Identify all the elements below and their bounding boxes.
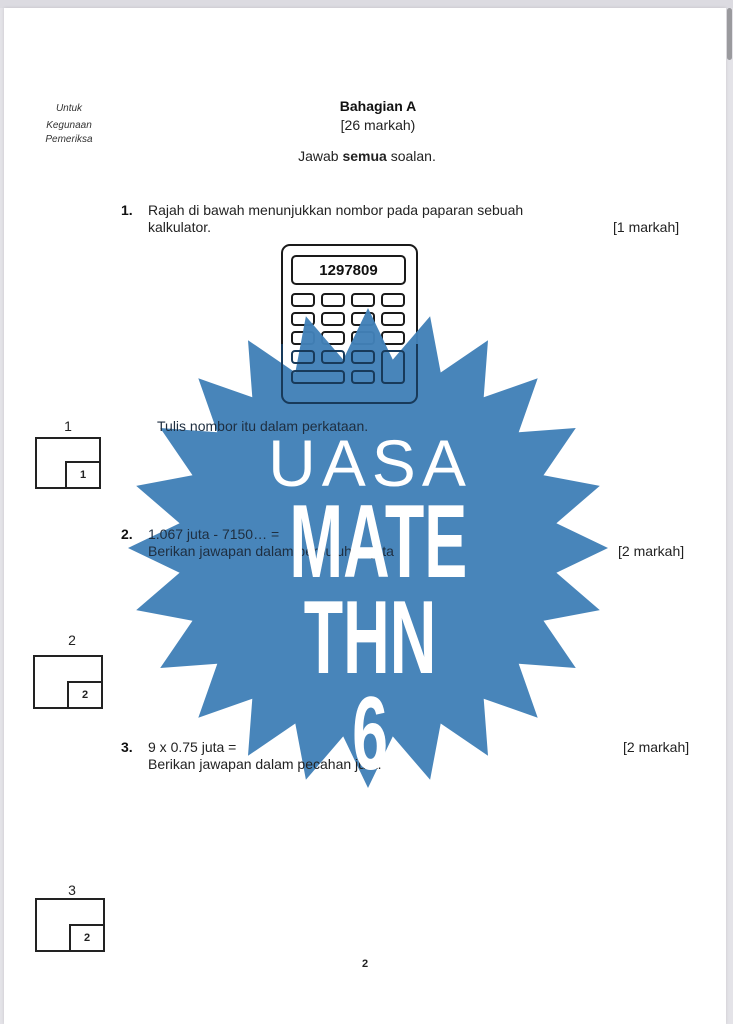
score-box-3-label: 3 (68, 882, 76, 898)
starburst-badge (128, 308, 608, 788)
calculator-key (351, 293, 375, 307)
calculator-key (381, 293, 405, 307)
question-1-sub-instruction: Tulis nombor itu dalam perkataan. (157, 418, 369, 434)
question-3-marks: [2 markah] (623, 739, 690, 755)
watermark-line-2: MATE (289, 484, 468, 600)
score-box-2-label: 2 (68, 632, 76, 648)
examiner-label-1: Untuk (55, 103, 83, 114)
watermark-line-3: THN 6 (303, 580, 437, 792)
question-2-marks: [2 markah] (618, 543, 685, 559)
starburst-shape (128, 308, 608, 788)
score-box-1-label: 1 (64, 418, 72, 434)
question-2-line-1: 1.067 juta - 7150… = (148, 526, 280, 542)
calculator-key (321, 312, 345, 326)
page-number: 2 (362, 958, 369, 970)
calculator-display: 1297809 (291, 255, 406, 285)
examiner-label-2: Kegunaan (46, 120, 92, 131)
vertical-scrollbar[interactable] (727, 8, 732, 60)
calculator-key (291, 350, 315, 364)
calculator-key (381, 312, 405, 326)
question-2-number: 2. (121, 526, 133, 542)
calculator-key (291, 293, 315, 307)
section-title: Bahagian A (339, 98, 417, 114)
score-box-1-max: 1 (65, 461, 101, 489)
calculator-key (291, 312, 315, 326)
calculator-key (351, 350, 375, 364)
question-1-number: 1. (121, 202, 133, 218)
watermark-line-1: UASA (268, 426, 472, 500)
question-3-number: 3. (121, 739, 133, 755)
score-box-3-max: 2 (69, 924, 105, 952)
instruction-suffix: soalan. (386, 148, 436, 164)
calculator-key-wide (291, 370, 345, 384)
section-instruction: Jawab semua soalan. (247, 148, 487, 164)
question-1-line-1: Rajah di bawah menunjukkan nombor pada p… (148, 202, 524, 218)
question-1-line-2: kalkulator. (148, 219, 212, 235)
score-box-2[interactable]: 2 (33, 655, 103, 709)
question-1-marks: [1 markah] (613, 219, 680, 235)
question-2-line-2: Berikan jawapan dalam perpuluhan juta (148, 543, 394, 559)
calculator-key (351, 370, 375, 384)
calculator-key (321, 350, 345, 364)
question-3-line-2: Berikan jawapan dalam pecahan juta. (148, 756, 382, 772)
question-3-line-1: 9 x 0.75 juta = (148, 739, 237, 755)
instruction-bold: semua (342, 148, 387, 164)
score-box-1[interactable]: 1 (35, 437, 101, 489)
section-marks: [26 markah) (340, 117, 416, 133)
examiner-label-3: Pemeriksa (45, 134, 93, 145)
score-box-2-max: 2 (67, 681, 103, 709)
score-box-3[interactable]: 2 (35, 898, 105, 952)
calculator-body-overlay (281, 344, 418, 404)
instruction-prefix: Jawab (298, 148, 343, 164)
viewer-top-bar (0, 0, 733, 8)
calculator-key (321, 293, 345, 307)
calculator-key-tall (381, 350, 405, 384)
document-page: Untuk Kegunaan Pemeriksa Bahagian A [26 … (4, 8, 732, 1024)
